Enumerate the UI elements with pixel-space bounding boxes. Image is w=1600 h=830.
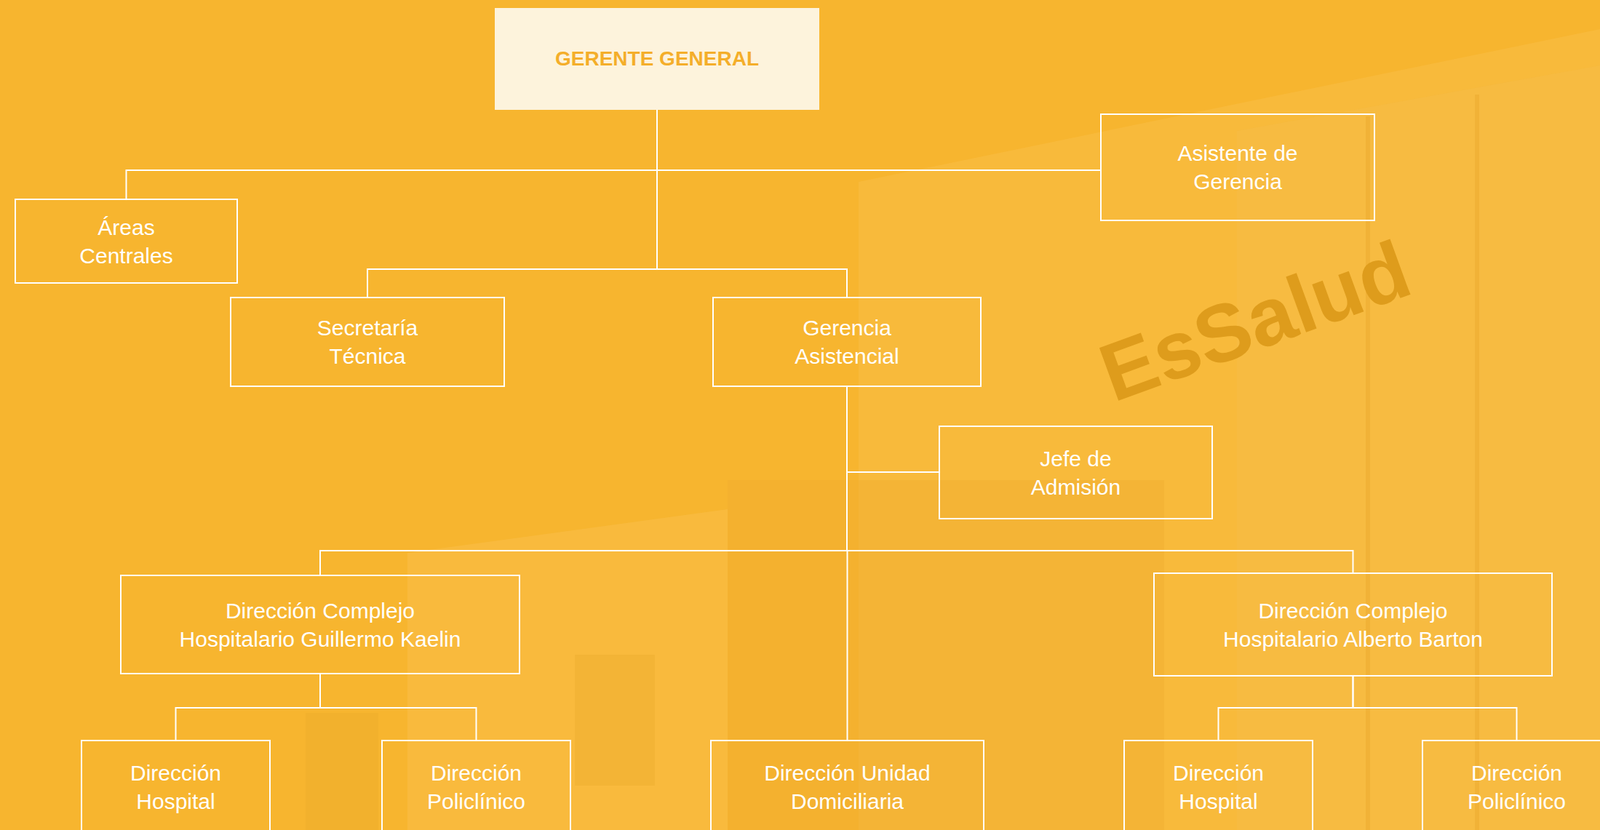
unit-box: Dirección Complejo Hospitalario Guillerm… bbox=[120, 574, 521, 675]
org-connector bbox=[1218, 676, 1354, 740]
unit-box: Dirección Policlínico bbox=[381, 739, 572, 830]
box-label: Dirección Unidad Domiciliaria bbox=[753, 758, 943, 816]
box-label: Secretaría Técnica bbox=[305, 313, 430, 371]
org-connector bbox=[320, 387, 847, 575]
org-connector bbox=[846, 387, 939, 473]
building-window bbox=[574, 654, 655, 786]
box-label: Asistente de Gerencia bbox=[1164, 138, 1311, 196]
box-label: Dirección Complejo Hospitalario Alberto … bbox=[1207, 596, 1499, 654]
unit-box: Dirección Complejo Hospitalario Alberto … bbox=[1153, 572, 1553, 677]
building-window bbox=[305, 713, 379, 830]
org-connector bbox=[126, 109, 658, 199]
org-connector bbox=[846, 387, 1354, 573]
box-label: Áreas Centrales bbox=[72, 213, 182, 270]
unit-box: Dirección Hospital bbox=[1123, 739, 1314, 830]
building-window-band bbox=[727, 480, 1165, 830]
building-lower bbox=[407, 509, 728, 830]
org-connector bbox=[1353, 676, 1518, 740]
org-connector bbox=[320, 674, 477, 740]
unit-box: Dirección Unidad Domiciliaria bbox=[710, 739, 985, 830]
box-label: Dirección Hospital bbox=[1164, 758, 1274, 816]
box-label: Dirección Policlínico bbox=[422, 758, 532, 816]
box-label: GERENTE GENERAL bbox=[555, 46, 759, 72]
head-box: GERENTE GENERAL bbox=[494, 8, 820, 110]
box-label: Dirección Policlínico bbox=[1462, 758, 1572, 816]
box-label: Dirección Hospital bbox=[121, 758, 231, 816]
unit-box: Dirección Hospital bbox=[80, 739, 271, 830]
box-label: Jefe de Admisión bbox=[1021, 444, 1131, 502]
org-connector bbox=[657, 109, 847, 297]
building-column bbox=[1365, 116, 1371, 830]
box-label: Gerencia Asistencial bbox=[785, 313, 909, 371]
unit-box: Secretaría Técnica bbox=[229, 296, 505, 388]
unit-box: Gerencia Asistencial bbox=[712, 296, 982, 388]
org-connector bbox=[657, 109, 1101, 171]
org-connector bbox=[176, 674, 321, 740]
box-label: Dirección Complejo Hospitalario Guillerm… bbox=[174, 596, 466, 654]
staff-box: Jefe de Admisión bbox=[938, 425, 1213, 520]
unit-box: Áreas Centrales bbox=[14, 198, 238, 284]
org-connector bbox=[367, 109, 658, 297]
unit-box: Dirección Policlínico bbox=[1421, 739, 1600, 830]
staff-box: Asistente de Gerencia bbox=[1100, 113, 1376, 222]
building-column bbox=[1474, 94, 1480, 830]
building-wing bbox=[1236, 65, 1600, 830]
